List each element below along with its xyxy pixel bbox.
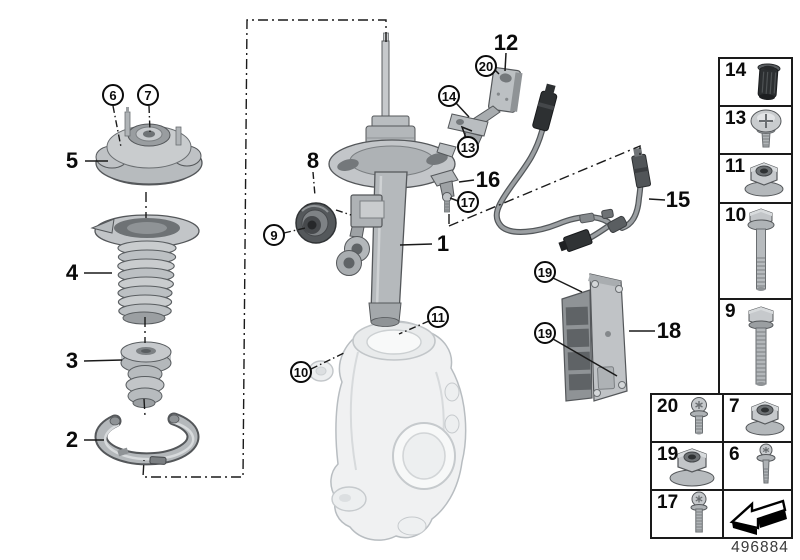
assembly-reference-lines <box>142 19 641 478</box>
callout-11[interactable]: 11 <box>427 306 449 328</box>
strut-clamp-bosses <box>336 236 370 276</box>
legend-cell-arrow[interactable] <box>722 489 793 539</box>
bump-stop-part <box>120 341 172 408</box>
legend-cell-19[interactable]: 19 <box>650 441 724 491</box>
legend-label: 6 <box>729 444 740 465</box>
callout-20[interactable]: 20 <box>475 55 497 77</box>
blind-rivet-nut-icon <box>748 60 788 104</box>
callout-10[interactable]: 10 <box>290 361 312 383</box>
callout-15[interactable]: 15 <box>665 187 691 212</box>
legend-cell-11[interactable]: 11 <box>718 153 793 204</box>
steering-knuckle-part <box>308 320 467 541</box>
spring-pad-part <box>94 412 200 466</box>
legend-label: 20 <box>657 396 679 417</box>
direction-arrow-icon <box>727 493 789 535</box>
torx-screw-long-icon <box>684 491 714 537</box>
callout-6[interactable]: 6 <box>102 84 124 106</box>
callout-4[interactable]: 4 <box>65 260 79 285</box>
callout-17[interactable]: 17 <box>457 191 479 213</box>
legend-cell-7[interactable]: 7 <box>722 393 793 443</box>
legend-cell-20[interactable]: 20 <box>650 393 724 443</box>
legend-label: 14 <box>725 60 747 81</box>
rubber-mount-part <box>295 202 337 244</box>
callout-9[interactable]: 9 <box>263 224 285 246</box>
legend-cell-9[interactable]: 9 <box>718 298 793 395</box>
callout-16[interactable]: 16 <box>475 167 501 192</box>
callout-12[interactable]: 12 <box>493 30 519 55</box>
legend-label: 19 <box>657 444 679 465</box>
support-mount-part <box>95 107 203 186</box>
legend-label: 11 <box>725 156 746 177</box>
pan-head-screw-icon <box>744 108 788 152</box>
torx-screw-icon <box>684 396 714 440</box>
callout-3[interactable]: 3 <box>65 348 79 373</box>
dust-boot-part <box>90 214 200 325</box>
threaded-hex-bolt-icon <box>741 303 781 391</box>
flange-nut-icon <box>740 158 788 200</box>
legend-label: 13 <box>725 108 747 129</box>
leader-lines <box>83 52 666 441</box>
legend-label: 10 <box>725 205 747 226</box>
callout-8[interactable]: 8 <box>306 148 320 173</box>
washer-screw-icon <box>751 443 781 489</box>
doc-number: 496884 <box>731 539 789 556</box>
callout-5[interactable]: 5 <box>65 148 79 173</box>
spring-strut-part <box>328 32 457 327</box>
flange-nut-icon <box>742 397 788 439</box>
legend-label: 17 <box>657 492 679 513</box>
callout-19a[interactable]: 19 <box>534 261 556 283</box>
callout-1[interactable]: 1 <box>436 231 450 256</box>
collar-nut-icon <box>666 443 718 489</box>
legend-label: 9 <box>725 301 736 322</box>
strut-clip-bracket <box>349 194 385 239</box>
bracket-screw-part <box>442 192 452 213</box>
legend-cell-14[interactable]: 14 <box>718 57 793 107</box>
cable-sensor-head <box>532 83 558 132</box>
hex-bolt-icon <box>741 206 781 296</box>
cable-connector <box>558 229 593 252</box>
sensor-cable-part <box>493 83 652 252</box>
leader-lines-dashed <box>112 105 430 370</box>
callout-2[interactable]: 2 <box>65 427 79 452</box>
callout-14[interactable]: 14 <box>438 85 460 107</box>
legend-cell-6[interactable]: 6 <box>722 441 793 491</box>
callout-19b[interactable]: 19 <box>534 322 556 344</box>
legend-cell-10[interactable]: 10 <box>718 202 793 300</box>
control-unit-part <box>561 273 628 402</box>
callout-13[interactable]: 13 <box>457 136 479 158</box>
callout-18[interactable]: 18 <box>656 318 682 343</box>
callout-7[interactable]: 7 <box>137 84 159 106</box>
legend-cell-17[interactable]: 17 <box>650 489 724 539</box>
legend-cell-13[interactable]: 13 <box>718 105 793 155</box>
legend-label: 7 <box>729 396 740 417</box>
